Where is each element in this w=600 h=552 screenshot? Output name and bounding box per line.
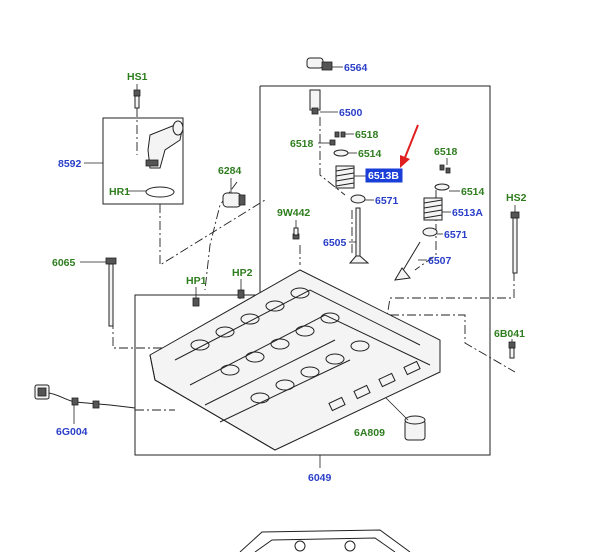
part-hs2-bolt[interactable]: [510, 205, 520, 274]
part-6571-seal-b[interactable]: [422, 227, 443, 237]
part-6065-bolt[interactable]: [80, 257, 117, 327]
label-6513b[interactable]: 6513B: [368, 170, 399, 182]
label-9w442[interactable]: 9W442: [277, 207, 310, 219]
part-6b041[interactable]: [508, 339, 516, 359]
part-6507-valve[interactable]: [394, 241, 427, 281]
label-6507[interactable]: 6507: [428, 255, 452, 267]
part-6571-seal-a[interactable]: [350, 194, 374, 204]
label-6513a[interactable]: 6513A: [452, 207, 483, 219]
exhaust-ports: [328, 360, 421, 412]
part-gasket: [239, 529, 411, 552]
part-6505-valve[interactable]: [348, 207, 370, 264]
label-hs2[interactable]: HS2: [506, 192, 527, 204]
label-hr1[interactable]: HR1: [109, 186, 130, 198]
part-6518-collets-a[interactable]: [318, 131, 354, 146]
part-6514-retainer-a[interactable]: [333, 149, 357, 157]
sub-frame-8592: [102, 117, 184, 205]
part-6518-collets-b[interactable]: [439, 158, 451, 174]
label-6514-a[interactable]: 6514: [358, 148, 382, 160]
part-6284[interactable]: [222, 178, 246, 208]
highlight-box-6513b[interactable]: [365, 168, 403, 183]
label-hp1[interactable]: HP1: [186, 275, 207, 287]
part-6a809[interactable]: [382, 394, 426, 441]
label-6g004[interactable]: 6G004: [56, 426, 88, 438]
part-6514-retainer-b[interactable]: [434, 183, 460, 192]
label-6514-b[interactable]: 6514: [461, 186, 485, 198]
label-6a809[interactable]: 6A809: [354, 427, 385, 439]
label-6500[interactable]: 6500: [339, 107, 363, 119]
highlight-arrow: [400, 124, 419, 168]
part-hr1-oring[interactable]: [145, 186, 175, 198]
part-6500[interactable]: [309, 89, 338, 115]
callout-labels: 6564 6500 HS1 8592 HR1 6518 6518 6514 65…: [52, 62, 527, 484]
part-6049-cylinder-head[interactable]: [149, 269, 441, 451]
part-9w442[interactable]: [292, 220, 300, 240]
label-6564[interactable]: 6564: [344, 62, 368, 74]
label-6571-a[interactable]: 6571: [375, 195, 399, 207]
part-hp1[interactable]: [192, 287, 200, 307]
label-8592[interactable]: 8592: [58, 158, 82, 170]
part-6564-sensor[interactable]: [306, 57, 343, 71]
part-6513a-spring[interactable]: [423, 197, 451, 221]
label-6505[interactable]: 6505: [323, 237, 347, 249]
label-6b041[interactable]: 6B041: [494, 328, 525, 340]
label-6065[interactable]: 6065: [52, 257, 76, 269]
part-8592-outlet[interactable]: [145, 120, 184, 169]
part-6g004-sensor[interactable]: [34, 384, 136, 424]
part-6513b-spring[interactable]: [335, 165, 366, 189]
label-hs1[interactable]: HS1: [127, 71, 148, 83]
label-6571-b[interactable]: 6571: [444, 229, 468, 241]
label-6284[interactable]: 6284: [218, 165, 242, 177]
part-hp2[interactable]: [237, 279, 245, 299]
cam-journals: [190, 287, 370, 404]
label-6518-c[interactable]: 6518: [434, 146, 458, 158]
label-6518-a[interactable]: 6518: [355, 129, 379, 141]
label-6518-b[interactable]: 6518: [290, 138, 314, 150]
label-6049[interactable]: 6049: [308, 472, 332, 484]
label-hp2[interactable]: HP2: [232, 267, 253, 279]
part-hs1-bolt[interactable]: [133, 84, 141, 109]
